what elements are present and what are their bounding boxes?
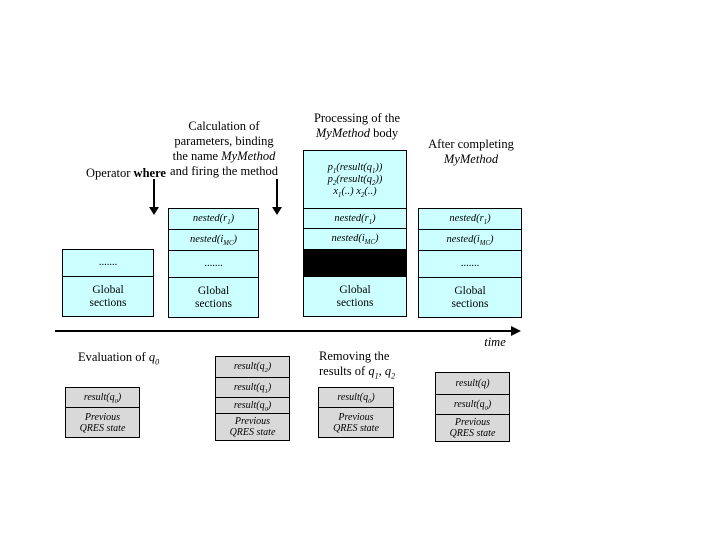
dots-cell: ....... xyxy=(419,250,521,277)
nested-imc-cell: nested(iMC) xyxy=(419,229,521,250)
result-q2-cell: result(q2) xyxy=(216,357,289,377)
qres-removing: result(q0) Previous QRES state xyxy=(318,387,394,438)
mymethod-name: MyMethod xyxy=(221,149,276,163)
qres-evaluation: result(q0) Previous QRES state xyxy=(65,387,140,438)
operator-label-prefix: Operator xyxy=(86,166,134,180)
processing-phase-label: Processing of the MyMethod body xyxy=(298,111,416,141)
operator-down-arrow xyxy=(149,179,159,215)
time-label: time xyxy=(484,335,506,349)
result-q-cell: result(q) xyxy=(436,373,509,394)
removing-label-line1: Removing the xyxy=(319,349,390,363)
calculation-label-line2: parameters, binding xyxy=(174,134,274,148)
calculation-label-line4: and firing the method xyxy=(170,164,278,178)
after-label-line1: After completing xyxy=(428,137,514,151)
global-sections-cell: Global sections xyxy=(63,276,153,316)
cleared-section-cell xyxy=(304,249,406,276)
global-sections-cell: Global sections xyxy=(304,276,406,316)
calculation-label-line1: Calculation of xyxy=(188,119,260,133)
params-line1: p1(result(q1)) xyxy=(327,161,383,175)
evaluation-label: Evaluation of q0 xyxy=(78,350,160,367)
after-completing-label: After completing MyMethod xyxy=(416,137,526,167)
mymethod-name: MyMethod xyxy=(443,152,499,166)
calculation-label-line3: the name MyMethod xyxy=(172,149,276,163)
processing-label-line1: Processing of the xyxy=(313,111,401,125)
calculation-phase-label: Calculation of parameters, binding the n… xyxy=(145,119,303,179)
operator-keyword: where xyxy=(133,166,166,180)
result-q0-cell: result(q0) xyxy=(319,388,393,407)
calculation-down-arrow xyxy=(272,179,282,215)
method-params-cell: p1(result(q1)) p2(result(q2)) x1(..) x2(… xyxy=(304,151,406,208)
params-line2: p2(result(q2)) xyxy=(327,173,383,187)
nested-r1-cell: nested(r1) xyxy=(169,209,258,229)
stack-processing: p1(result(q1)) p2(result(q2)) x1(..) x2(… xyxy=(303,150,407,317)
operator-where-label: Operator where xyxy=(86,166,181,181)
processing-label-line2: MyMethod body xyxy=(315,126,399,140)
stack-after-completing: nested(r1) nested(iMC) ....... Global se… xyxy=(418,208,522,318)
previous-qres-cell: Previous QRES state xyxy=(319,407,393,437)
dots-cell: ....... xyxy=(63,250,153,276)
global-sections-cell: Global sections xyxy=(169,277,258,317)
result-q1-cell: result(q1) xyxy=(216,377,289,397)
query-q0: q0 xyxy=(148,350,160,367)
params-line3: x1(..) x2(..) xyxy=(333,185,377,199)
nested-imc-cell: nested(iMC) xyxy=(304,228,406,249)
previous-qres-cell: Previous QRES state xyxy=(436,414,509,441)
global-sections-cell: Global sections xyxy=(419,277,521,317)
previous-qres-cell: Previous QRES state xyxy=(216,413,289,440)
nested-r1-cell: nested(r1) xyxy=(419,209,521,229)
result-q0-cell: result(q0) xyxy=(66,388,139,407)
nested-imc-cell: nested(iMC) xyxy=(169,229,258,250)
result-q0-cell: result(q0) xyxy=(216,397,289,413)
stack-calculation: nested(r1) nested(iMC) ....... Global se… xyxy=(168,208,259,318)
mymethod-name: MyMethod xyxy=(315,126,371,140)
previous-qres-cell: Previous QRES state xyxy=(66,407,139,437)
removing-label-line2: results of q1, q2 xyxy=(319,364,396,381)
qres-during-method: result(q2) result(q1) result(q0) Previou… xyxy=(215,356,290,441)
result-q0-cell: result(q0) xyxy=(436,394,509,414)
time-axis-arrow xyxy=(55,326,521,336)
stack-operator-where: ....... Global sections xyxy=(62,249,154,317)
removing-results-label: Removing the results of q1, q2 xyxy=(319,349,429,381)
nested-r1-cell: nested(r1) xyxy=(304,208,406,228)
qres-after-completing: result(q) result(q0) Previous QRES state xyxy=(435,372,510,442)
dots-cell: ....... xyxy=(169,250,258,277)
queries-q1-q2: q1, q2 xyxy=(368,364,396,381)
